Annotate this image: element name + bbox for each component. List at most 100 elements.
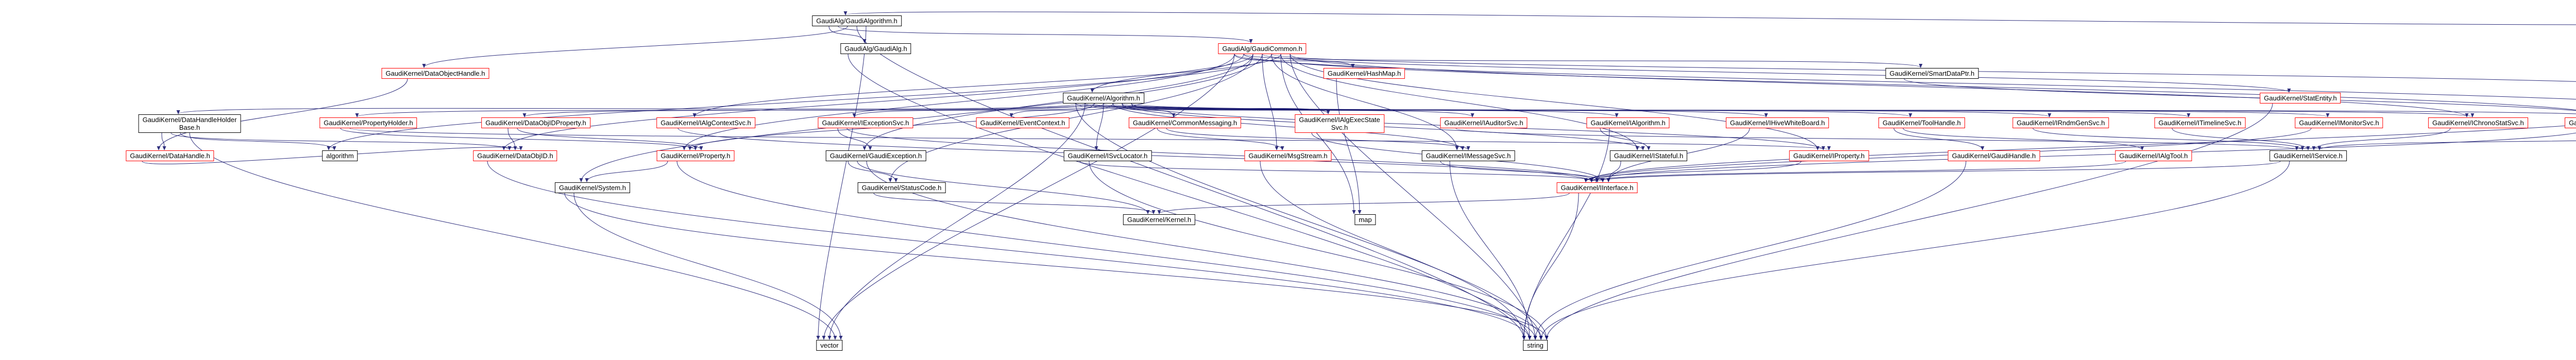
graph-node-ialg_context[interactable]: GaudiKernel/IAlgContextSvc.h (656, 117, 755, 128)
include-edge-iauditor-to-iservice (1455, 128, 2299, 150)
graph-node-msg_stream[interactable]: GaudiKernel/MsgStream.h (1244, 150, 1332, 161)
graph-node-dataobjid_prop[interactable]: GaudiKernel/DataObjIDProperty.h (481, 117, 590, 128)
graph-node-label: GaudiKernel/IService.h (2274, 152, 2343, 160)
include-edge-isvc_locator-to-string (1089, 161, 1549, 340)
graph-node-label: GaudiKernel/IMonitorSvc.h (2299, 119, 2379, 127)
graph-node-istateful[interactable]: GaudiKernel/IStateful.h (1609, 150, 1688, 161)
graph-node-label: GaudiKernel/IAuditorSvc.h (1444, 119, 1523, 127)
graph-node-label: GaudiKernel/DataObjectHandle.h (385, 70, 485, 77)
include-edge-algorithm_h-to-irndm_gen (1112, 103, 2051, 117)
include-edge-gaudi_algorithm-to-gaudi_common (838, 26, 1253, 43)
graph-node-ialgorithm[interactable]: GaudiKernel/IAlgorithm.h (1586, 117, 1670, 128)
graph-node-data_object_handle[interactable]: GaudiKernel/DataObjectHandle.h (381, 68, 489, 79)
graph-node-iexception[interactable]: GaudiKernel/IExceptionSvc.h (818, 117, 913, 128)
graph-node-label: GaudiKernel/MsgStream.h (1248, 152, 1328, 160)
include-edge-algorithm_h-to-dhh_base (176, 103, 1076, 114)
graph-node-label: GaudiKernel/IExceptionSvc.h (822, 119, 909, 127)
graph-node-toolhandle[interactable]: GaudiKernel/ToolHandle.h (1878, 117, 1965, 128)
include-edge-algorithm_h-to-common_messaging (1122, 103, 1176, 117)
graph-node-data_handle[interactable]: GaudiKernel/DataHandle.h (126, 150, 214, 161)
graph-node-label: GaudiKernel/IProperty.h (1793, 152, 1865, 160)
graph-node-label: GaudiKernel/IDataProviderSvc.h (2569, 119, 2576, 127)
graph-node-gaudi_common[interactable]: GaudiAlg/GaudiCommon.h (1218, 43, 1307, 54)
include-edge-itimeline-to-iservice (2172, 128, 2310, 150)
graph-node-gaudi_algorithm[interactable]: GaudiAlg/GaudiAlgorithm.h (812, 15, 902, 26)
graph-node-gaudi_alg[interactable]: GaudiAlg/GaudiAlg.h (840, 43, 911, 54)
graph-node-label: GaudiKernel/EventContext.h (980, 119, 1065, 127)
graph-node-label: GaudiKernel/GaudiHandle.h (1952, 152, 2036, 160)
include-edge-alg_decorators-to-gaudi_algorithm (844, 11, 2576, 25)
graph-node-idata_provider[interactable]: GaudiKernel/IDataProviderSvc.h (2565, 117, 2576, 128)
include-edge-gaudi_common-to-string (1290, 54, 1537, 340)
graph-node-iinterface[interactable]: GaudiKernel/IInterface.h (1556, 182, 1638, 193)
graph-node-imonitor[interactable]: GaudiKernel/IMonitorSvc.h (2295, 117, 2383, 128)
graph-node-dataobjid[interactable]: GaudiKernel/DataObjID.h (473, 150, 557, 161)
include-edge-idata_provider-to-iinterface (1589, 132, 2576, 182)
graph-node-label: GaudiKernel/IInterface.h (1561, 184, 1634, 192)
graph-node-property_holder[interactable]: GaudiKernel/PropertyHolder.h (319, 117, 417, 128)
graph-node-isvc_locator[interactable]: GaudiKernel/ISvcLocator.h (1063, 150, 1152, 161)
include-edge-algorithm_h-to-ialg_exec_state (1131, 103, 1330, 114)
graph-node-iproperty_i[interactable]: GaudiKernel/IProperty.h (1789, 150, 1869, 161)
graph-node-label: map (1359, 216, 1372, 224)
graph-node-ialg_tool[interactable]: GaudiKernel/IAlgTool.h (2115, 150, 2192, 161)
include-edge-iservice-to-string (1539, 161, 2290, 340)
graph-node-label: GaudiKernel/CommonMessaging.h (1132, 119, 1238, 127)
graph-node-ichrono_stat[interactable]: GaudiKernel/IChronoStatSvc.h (2428, 117, 2528, 128)
include-edge-imessage_svc-to-iinterface (1440, 161, 1605, 182)
graph-node-label: GaudiKernel/SmartDataPtr.h (1889, 70, 1975, 77)
graph-node-iauditor[interactable]: GaudiKernel/IAuditorSvc.h (1440, 117, 1528, 128)
graph-node-label: GaudiKernel/DataHandleHolder (142, 116, 237, 124)
include-edge-algorithm_h-to-ichrono_stat (1075, 103, 2474, 117)
graph-node-label: GaudiKernel/DataObjIDProperty.h (485, 119, 586, 127)
graph-node-label: GaudiKernel/StatusCode.h (861, 184, 942, 192)
graph-node-label: Svc.h (1331, 124, 1348, 131)
graph-node-label: GaudiKernel/ISvcLocator.h (1067, 152, 1148, 160)
graph-node-ihive_whiteboard[interactable]: GaudiKernel/IHiveWhiteBoard.h (1725, 117, 1829, 128)
graph-node-label: GaudiAlg/GaudiAlg.h (844, 45, 907, 53)
graph-node-property[interactable]: GaudiKernel/Property.h (656, 150, 735, 161)
graph-node-common_messaging[interactable]: GaudiKernel/CommonMessaging.h (1128, 117, 1242, 128)
graph-node-itimeline[interactable]: GaudiKernel/ITimelineSvc.h (2154, 117, 2246, 128)
include-edge-gaudi_common-to-gaudi_exception (862, 54, 1253, 150)
include-edge-dataobjid_prop-to-dataobjid (507, 128, 517, 150)
include-edge-gaudi_common-to-algorithm_h (1090, 54, 1253, 93)
graph-node-hashmap[interactable]: GaudiKernel/HashMap.h (1323, 68, 1405, 79)
graph-node-smart_data_ptr[interactable]: GaudiKernel/SmartDataPtr.h (1885, 68, 1979, 79)
include-edge-iexception-to-gaudi_exception (837, 128, 872, 150)
graph-node-irndm_gen[interactable]: GaudiKernel/IRndmGenSvc.h (2012, 117, 2109, 128)
graph-node-imessage_svc[interactable]: GaudiKernel/IMessageSvc.h (1421, 150, 1515, 161)
include-edge-gaudi_algorithm-to-string (856, 26, 1526, 340)
include-edge-algorithm_h-to-property_holder (355, 103, 1086, 117)
include-edge-irndm_gen-to-iservice (2032, 128, 2304, 150)
include-edge-hashmap-to-map (1336, 78, 1362, 214)
include-edge-algorithm_h-to-iauditor (1075, 103, 1475, 117)
graph-node-gaudi_handle[interactable]: GaudiKernel/GaudiHandle.h (1947, 150, 2040, 161)
graph-node-stat_entity[interactable]: GaudiKernel/StatEntity.h (2260, 93, 2341, 104)
graph-node-algorithm_h[interactable]: GaudiKernel/Algorithm.h (1063, 93, 1144, 104)
graph-node-label: GaudiKernel/ITimelineSvc.h (2158, 119, 2242, 127)
include-edge-smart_data_ptr-to-idata_provider (1904, 78, 2576, 111)
include-edge-gaudi_common-to-idata_provider (1243, 54, 2576, 110)
include-edge-ichrono_stat-to-iservice (2312, 128, 2451, 150)
include-edge-gaudi_common-to-property (682, 54, 1235, 150)
graph-node-label: GaudiKernel/HashMap.h (1327, 70, 1401, 77)
graph-node-label: GaudiKernel/DataHandle.h (130, 152, 210, 160)
graph-node-statuscode[interactable]: GaudiKernel/StatusCode.h (857, 182, 946, 193)
graph-node-kernel[interactable]: GaudiKernel/Kernel.h (1123, 214, 1196, 225)
include-edge-algorithm_h-to-toolhandle (1103, 103, 1912, 117)
graph-node-iservice[interactable]: GaudiKernel/IService.h (2269, 150, 2347, 161)
graph-node-label: algorithm (326, 152, 354, 160)
include-edge-algorithm_h-to-dataobjid_prop (522, 103, 1095, 117)
include-edge-isvc_locator-to-iinterface (1079, 161, 1599, 182)
graph-node-event_context[interactable]: GaudiKernel/EventContext.h (976, 117, 1070, 128)
graph-node-system[interactable]: GaudiKernel/System.h (554, 182, 631, 193)
graph-node-vector: vector (816, 340, 843, 351)
include-edge-ialgorithm-to-string (1522, 128, 1610, 340)
include-edge-toolhandle-to-ialg_tool (1903, 128, 2144, 150)
graph-node-gaudi_exception[interactable]: GaudiKernel/GaudiException.h (825, 150, 926, 161)
graph-node-label: GaudiKernel/Property.h (660, 152, 731, 160)
